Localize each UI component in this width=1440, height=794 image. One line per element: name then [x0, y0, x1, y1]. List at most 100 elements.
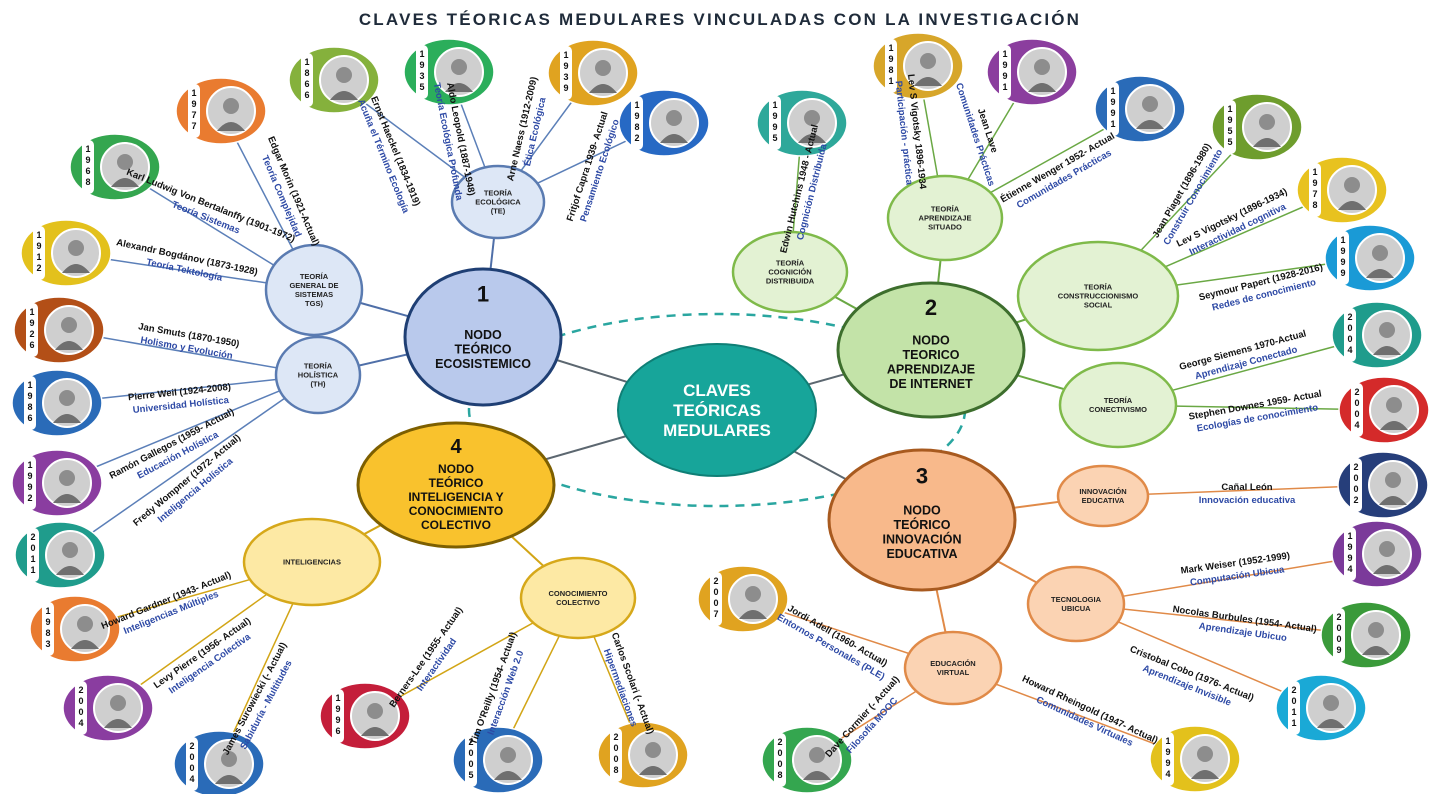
author-concept: Innovación educativa: [1199, 495, 1296, 506]
portrait-body-icon: [62, 264, 90, 273]
portrait-body-icon: [1338, 201, 1366, 210]
portrait-body-icon: [1253, 138, 1281, 147]
author-caption: Arne Naess (1912-2009)Ética Ecológica: [505, 76, 548, 182]
portrait-head-icon: [1372, 245, 1388, 261]
year-badge: [42, 602, 54, 656]
portrait-body-icon: [1317, 719, 1345, 728]
node-number: 2: [925, 295, 937, 320]
portrait-body-icon: [53, 414, 81, 423]
portrait-body-icon: [589, 84, 617, 93]
theory-shape: [274, 335, 362, 415]
theory-shape: [886, 174, 1004, 262]
year-badge: [1344, 527, 1356, 581]
author-name: Étienne Wenger 1952- Actual: [999, 131, 1117, 205]
author-caption: Ernst Haeckel (1834-1919)Acuña el Términ…: [355, 95, 422, 216]
theory-intel[interactable]: INTELIGENCIAS: [242, 517, 382, 607]
portrait-head-icon: [59, 390, 75, 406]
year-badge: [710, 572, 722, 626]
node-shape: [827, 448, 1017, 592]
theory-shape: [519, 556, 637, 640]
portrait-body-icon: [104, 719, 132, 728]
year-badge: [1162, 732, 1174, 786]
year-badge: [1337, 231, 1349, 285]
portrait-head-icon: [77, 616, 93, 632]
portrait-body-icon: [494, 771, 522, 780]
year-badge: [1350, 458, 1362, 512]
author-name: Dave Cormier (- Actual): [823, 674, 902, 760]
portrait-head-icon: [666, 110, 682, 126]
year-badge: [24, 376, 36, 430]
node-number: 4: [450, 436, 462, 458]
portrait-head-icon: [1386, 397, 1402, 413]
year-badge: [33, 226, 45, 280]
portrait-head-icon: [595, 60, 611, 76]
portrait-head-icon: [61, 317, 77, 333]
center-shape: [617, 343, 817, 477]
portrait-head-icon: [500, 747, 516, 763]
connector-line: [56, 374, 319, 484]
portrait-head-icon: [745, 586, 761, 602]
node-number: 1: [477, 282, 489, 307]
year-badge: [1344, 308, 1356, 362]
portrait-body-icon: [739, 610, 767, 619]
year-badge: [999, 45, 1011, 99]
author-concept: Entornos Personales (PLE): [775, 612, 887, 683]
year-badge: [1333, 608, 1345, 662]
portrait-body-icon: [660, 134, 688, 143]
